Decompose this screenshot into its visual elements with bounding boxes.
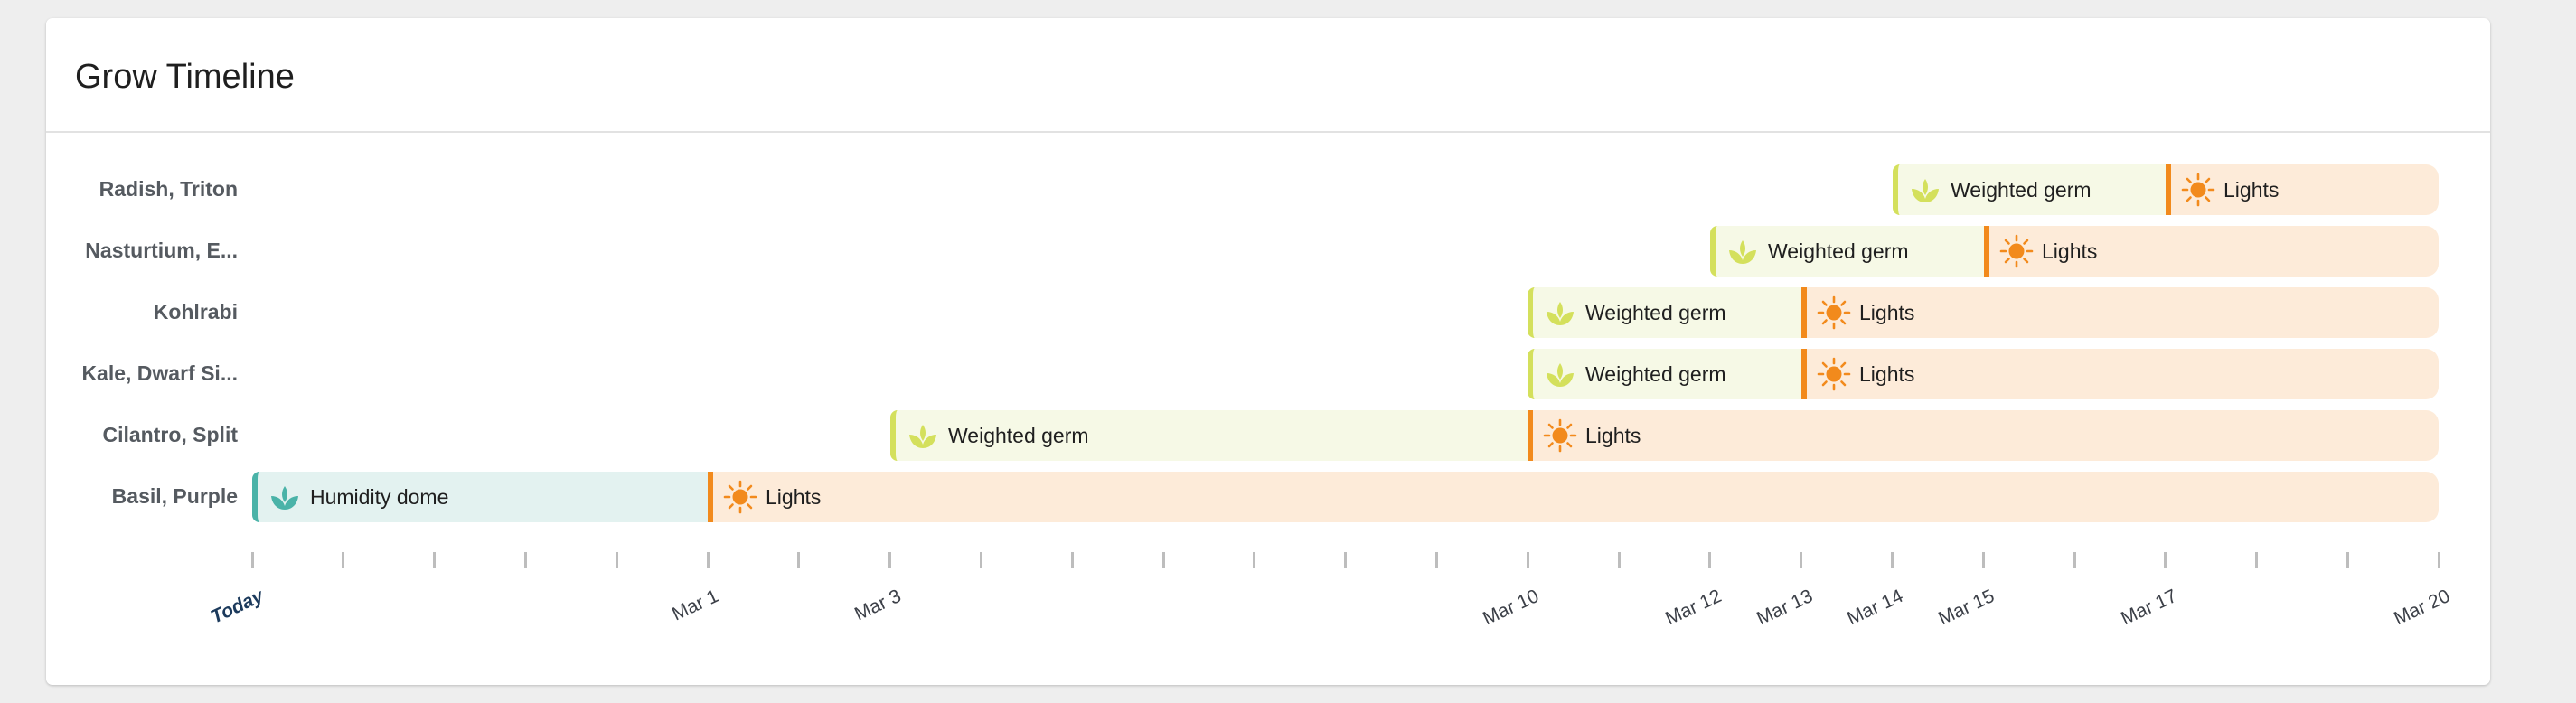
axis-tick — [1617, 552, 1621, 568]
row-label: Cilantro, Split — [102, 423, 239, 446]
lights-phase-bar[interactable]: Lights — [1984, 226, 2439, 277]
humidity-dome-phase-bar[interactable]: Humidity dome — [252, 472, 708, 522]
weighted-germ-phase-bar[interactable]: Weighted germ — [1528, 349, 1801, 399]
axis-tick — [1344, 552, 1348, 568]
sun-icon — [2180, 172, 2216, 208]
phase-label: Lights — [766, 484, 822, 509]
axis-tick — [1981, 552, 1985, 568]
axis-tick — [523, 552, 527, 568]
axis-tick — [342, 552, 345, 568]
phase-label: Weighted germ — [1585, 300, 1726, 324]
weighted-germ-phase-bar[interactable]: Weighted germ — [1528, 287, 1801, 338]
axis-tick — [250, 552, 254, 568]
phase-label: Lights — [2042, 239, 2098, 263]
phase-label: Weighted germ — [948, 423, 1089, 447]
phase-label: Humidity dome — [310, 484, 449, 509]
row-label: Kale, Dwarf Si... — [81, 361, 238, 385]
axis-tick — [433, 552, 437, 568]
axis-tick — [797, 552, 801, 568]
phase-label: Weighted germ — [1951, 177, 2092, 202]
axis-tick — [979, 552, 982, 568]
sprout-icon — [1542, 295, 1578, 331]
axis-tick — [2164, 552, 2167, 568]
axis-tick — [2073, 552, 2076, 568]
weighted-germ-phase-bar[interactable]: Weighted germ — [890, 410, 1528, 461]
sprout-icon — [267, 479, 303, 515]
axis-tick — [2437, 552, 2440, 568]
axis-tick — [1890, 552, 1894, 568]
axis-tick — [706, 552, 710, 568]
row-label: Kohlrabi — [153, 300, 238, 323]
axis-tick — [1708, 552, 1712, 568]
phase-label: Lights — [2223, 177, 2280, 202]
phase-label: Lights — [1859, 361, 1915, 386]
axis-tick — [1253, 552, 1256, 568]
weighted-germ-phase-bar[interactable]: Weighted germ — [1893, 164, 2166, 215]
sprout-icon — [905, 417, 941, 454]
axis-tick — [1526, 552, 1529, 568]
sun-icon — [1998, 233, 2035, 269]
row-label: Basil, Purple — [111, 484, 238, 508]
lights-phase-bar[interactable]: Lights — [2166, 164, 2439, 215]
axis-tick — [1161, 552, 1165, 568]
axis-tick — [615, 552, 618, 568]
sprout-icon — [1907, 172, 1943, 208]
card-title: Grow Timeline — [75, 58, 295, 96]
sun-icon — [1816, 295, 1852, 331]
phase-label: Weighted germ — [1585, 361, 1726, 386]
axis-tick — [1070, 552, 1074, 568]
sprout-icon — [1725, 233, 1761, 269]
lights-phase-bar[interactable]: Lights — [1801, 349, 2439, 399]
row-label: Radish, Triton — [99, 177, 238, 201]
axis-tick — [1434, 552, 1438, 568]
sun-icon — [1542, 417, 1578, 454]
axis-tick — [2346, 552, 2349, 568]
axis-tick — [1800, 552, 1803, 568]
row-label: Nasturtium, E... — [85, 239, 238, 262]
axis-tick — [2255, 552, 2259, 568]
sun-icon — [722, 479, 758, 515]
axis-tick — [888, 552, 892, 568]
phase-label: Lights — [1859, 300, 1915, 324]
phase-label: Weighted germ — [1768, 239, 1909, 263]
weighted-germ-phase-bar[interactable]: Weighted germ — [1710, 226, 1984, 277]
lights-phase-bar[interactable]: Lights — [1528, 410, 2439, 461]
lights-phase-bar[interactable]: Lights — [708, 472, 2439, 522]
phase-label: Lights — [1585, 423, 1641, 447]
sun-icon — [1816, 356, 1852, 392]
sprout-icon — [1542, 356, 1578, 392]
card-header: Grow Timeline — [46, 18, 2490, 133]
lights-phase-bar[interactable]: Lights — [1801, 287, 2439, 338]
